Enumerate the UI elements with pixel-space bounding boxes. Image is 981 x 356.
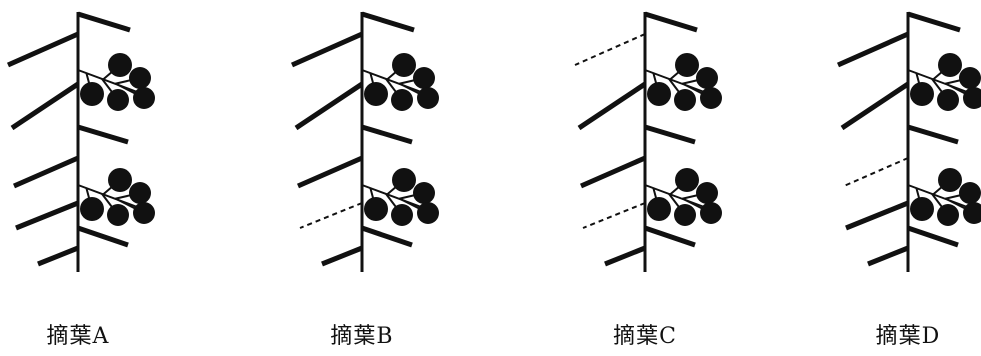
fruit <box>108 168 132 192</box>
leaf <box>361 11 415 33</box>
fruit <box>392 168 416 192</box>
leaf <box>644 11 698 33</box>
removed-leaf <box>843 157 909 187</box>
fruit <box>413 182 435 204</box>
leaf <box>77 225 129 248</box>
leaf <box>840 81 910 131</box>
leaf <box>361 225 413 248</box>
leaf <box>644 124 696 145</box>
leaf <box>294 81 364 131</box>
fruit <box>391 89 413 111</box>
fruit <box>938 168 962 192</box>
fruit <box>963 202 981 224</box>
fruit <box>129 67 151 89</box>
fruit <box>675 168 699 192</box>
fruit <box>910 82 934 106</box>
fruit <box>413 67 435 89</box>
fruit <box>107 204 129 226</box>
panel-label-c: 摘葉C <box>613 324 677 349</box>
fruit <box>959 67 981 89</box>
leaf <box>907 124 959 145</box>
fruit <box>417 202 439 224</box>
leaf <box>577 81 647 131</box>
leaf <box>10 81 80 131</box>
fruit <box>80 82 104 106</box>
fruit <box>910 197 934 221</box>
leaf <box>579 155 647 189</box>
panel-label-d: 摘葉D <box>875 324 941 349</box>
removed-leaf <box>582 202 646 229</box>
leaf <box>321 245 363 267</box>
fruit <box>417 87 439 109</box>
leaf <box>907 11 961 33</box>
fruit <box>392 53 416 77</box>
fruit <box>959 182 981 204</box>
fruit <box>133 87 155 109</box>
fruit <box>80 197 104 221</box>
removed-leaf <box>574 33 646 66</box>
leaf <box>37 245 79 267</box>
fruit <box>938 53 962 77</box>
panel-label-a: 摘葉A <box>46 324 110 349</box>
leaf <box>845 200 909 231</box>
fruit <box>129 182 151 204</box>
fruit <box>937 204 959 226</box>
leaf <box>15 200 79 231</box>
fruit <box>391 204 413 226</box>
leaf <box>867 245 909 267</box>
leaf <box>12 155 80 189</box>
fruit <box>647 82 671 106</box>
panel-label-b: 摘葉B <box>330 324 394 349</box>
fruit <box>108 53 132 77</box>
fruit <box>133 202 155 224</box>
fruit <box>700 87 722 109</box>
fruit <box>674 89 696 111</box>
fruit <box>963 87 981 109</box>
fruit <box>696 182 718 204</box>
leaf <box>361 124 413 145</box>
fruit <box>937 89 959 111</box>
leaf <box>644 225 696 248</box>
fruit <box>696 67 718 89</box>
leaf <box>836 31 910 68</box>
leaf <box>77 11 131 33</box>
leaf <box>907 225 959 248</box>
fruit <box>675 53 699 77</box>
fruit <box>364 197 388 221</box>
leaf <box>77 124 129 145</box>
leaf <box>296 155 364 189</box>
leaf <box>290 31 364 68</box>
fruit <box>674 204 696 226</box>
leaf <box>6 31 80 68</box>
removed-leaf <box>299 202 363 229</box>
fruit <box>647 197 671 221</box>
fruit <box>364 82 388 106</box>
fruit <box>107 89 129 111</box>
fruit <box>700 202 722 224</box>
leaf <box>604 245 646 267</box>
